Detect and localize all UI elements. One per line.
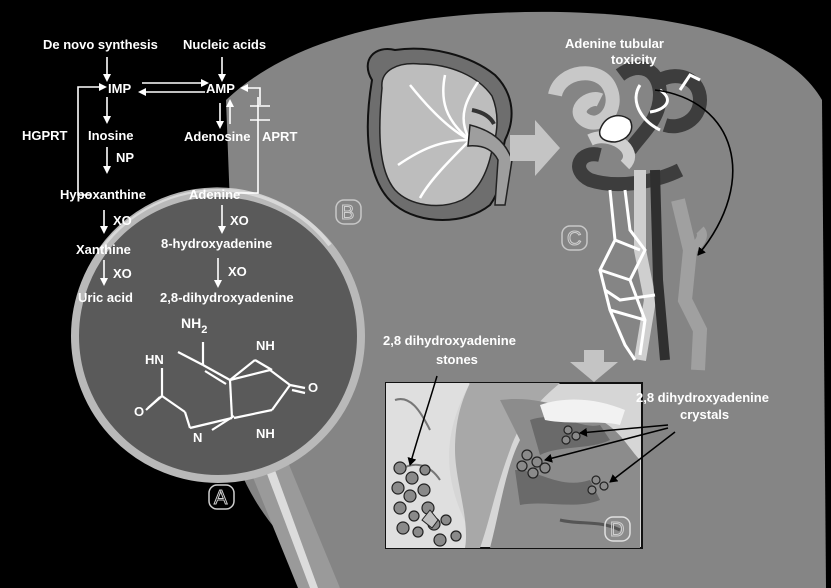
annotation-tubular-toxicity-line1: Adenine tubular: [565, 36, 664, 51]
atom-nh-top: NH: [256, 338, 275, 353]
label-de-novo: De novo synthesis: [43, 37, 158, 52]
label-inosine: Inosine: [88, 128, 134, 143]
atom-o-left: O: [134, 404, 144, 419]
label-2-8-dihydroxyadenine: 2,8-dihydroxyadenine: [160, 290, 294, 305]
annotation-stones-line1: 2,8 dihydroxyadenine: [383, 333, 516, 348]
atom-n: N: [193, 430, 202, 445]
panel-letter-d: D: [610, 519, 624, 541]
annotation-crystals-line1: 2,8 dihydroxyadenine: [636, 390, 769, 405]
label-adenosine: Adenosine: [184, 129, 250, 144]
label-xo-2: XO: [230, 213, 249, 228]
label-hgprt: HGPRT: [22, 128, 68, 143]
annotation-tubular-toxicity-line2: toxicity: [611, 52, 657, 67]
annotation-stones-line2: stones: [436, 352, 478, 367]
panel-letter-b: B: [341, 202, 354, 224]
annotation-crystals-line2: crystals: [680, 407, 729, 422]
label-np: NP: [116, 150, 134, 165]
label-nucleic-acids: Nucleic acids: [183, 37, 266, 52]
label-xo-3: XO: [113, 266, 132, 281]
panel-letter-c: C: [567, 228, 581, 250]
label-adenine: Adenine: [189, 187, 240, 202]
label-hypoxanthine: Hypoxanthine: [60, 187, 146, 202]
atom-o-right: O: [308, 380, 318, 395]
label-uric-acid: Uric acid: [78, 290, 133, 305]
label-imp: IMP: [108, 81, 131, 96]
label-amp: AMP: [206, 81, 235, 96]
label-aprt: APRT: [262, 129, 297, 144]
magnifier-lens: [75, 189, 361, 479]
kidney-illustration: [368, 49, 512, 220]
tissue-panel: [386, 383, 642, 548]
atom-hn: HN: [145, 352, 164, 367]
label-8-hydroxyadenine: 8-hydroxyadenine: [161, 236, 272, 251]
panel-letter-a: A: [214, 487, 228, 509]
atom-nh-bottom: NH: [256, 426, 275, 441]
label-xo-4: XO: [228, 264, 247, 279]
label-xanthine: Xanthine: [76, 242, 131, 257]
label-xo-1: XO: [113, 213, 132, 228]
